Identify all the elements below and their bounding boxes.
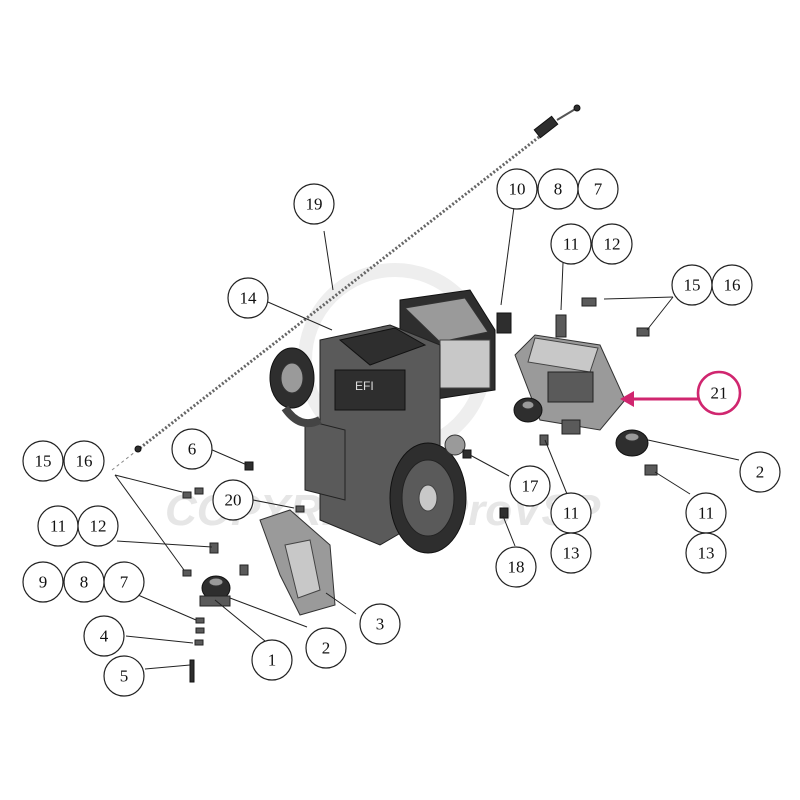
svg-text:12: 12 xyxy=(90,517,107,536)
svg-text:12: 12 xyxy=(604,235,621,254)
svg-text:21: 21 xyxy=(711,384,728,403)
callout-15-left[interactable]: 15 xyxy=(22,440,64,482)
callout-13-mid[interactable]: 13 xyxy=(550,532,592,574)
svg-text:2: 2 xyxy=(756,463,765,482)
svg-text:7: 7 xyxy=(120,573,129,592)
callout-7-right[interactable]: 7 xyxy=(577,168,619,210)
svg-text:1: 1 xyxy=(268,651,277,670)
callout-3[interactable]: 3 xyxy=(359,603,401,645)
callout-16-left[interactable]: 16 xyxy=(63,440,105,482)
callout-14[interactable]: 14 xyxy=(227,277,269,319)
right-mount-bracket xyxy=(514,334,626,431)
svg-text:6: 6 xyxy=(188,440,197,459)
svg-text:17: 17 xyxy=(522,477,540,496)
hardware xyxy=(182,297,658,683)
engine: EFI xyxy=(269,289,496,554)
callout-17[interactable]: 17 xyxy=(509,465,551,507)
callout-4[interactable]: 4 xyxy=(83,615,125,657)
svg-text:14: 14 xyxy=(240,289,258,308)
callout-21-highlighted[interactable]: 21 xyxy=(696,370,742,416)
callout-19[interactable]: 19 xyxy=(293,183,335,225)
callout-11-left[interactable]: 11 xyxy=(37,505,79,547)
callout-13-right[interactable]: 13 xyxy=(685,532,727,574)
svg-text:7: 7 xyxy=(594,180,603,199)
callout-8-left[interactable]: 8 xyxy=(63,561,105,603)
svg-text:20: 20 xyxy=(225,491,242,510)
svg-text:13: 13 xyxy=(698,544,715,563)
rubber-mount-right-2 xyxy=(615,429,649,457)
callout-12-top[interactable]: 12 xyxy=(591,223,633,265)
callout-9[interactable]: 9 xyxy=(22,561,64,603)
svg-text:3: 3 xyxy=(376,615,385,634)
callout-16-right[interactable]: 16 xyxy=(711,264,753,306)
rubber-mount-left xyxy=(199,575,231,607)
svg-text:15: 15 xyxy=(684,276,701,295)
callout-15-right[interactable]: 15 xyxy=(671,264,713,306)
callout-11-mid[interactable]: 11 xyxy=(550,492,592,534)
callout-11-right[interactable]: 11 xyxy=(685,492,727,534)
svg-text:4: 4 xyxy=(100,627,109,646)
svg-text:2: 2 xyxy=(322,639,331,658)
svg-text:9: 9 xyxy=(39,573,48,592)
callout-12-left[interactable]: 12 xyxy=(77,505,119,547)
callout-6[interactable]: 6 xyxy=(171,428,213,470)
callout-20[interactable]: 20 xyxy=(212,479,254,521)
callout-2-right[interactable]: 2 xyxy=(739,451,781,493)
callout-1[interactable]: 1 xyxy=(251,639,293,681)
svg-text:11: 11 xyxy=(698,504,714,523)
svg-text:13: 13 xyxy=(563,544,580,563)
callout-11-top[interactable]: 11 xyxy=(550,223,592,265)
callout-8-right[interactable]: 8 xyxy=(537,168,579,210)
callout-5[interactable]: 5 xyxy=(103,655,145,697)
svg-text:11: 11 xyxy=(563,235,579,254)
callout-18[interactable]: 18 xyxy=(495,546,537,588)
svg-text:8: 8 xyxy=(80,573,89,592)
svg-text:16: 16 xyxy=(724,276,741,295)
svg-text:19: 19 xyxy=(306,195,323,214)
callout-7-left[interactable]: 7 xyxy=(103,561,145,603)
svg-text:15: 15 xyxy=(35,452,52,471)
throttle-cable xyxy=(111,104,581,471)
svg-text:16: 16 xyxy=(76,452,93,471)
rubber-mount-right-1 xyxy=(513,397,543,423)
svg-text:11: 11 xyxy=(563,504,579,523)
svg-text:11: 11 xyxy=(50,517,66,536)
svg-text:18: 18 xyxy=(508,558,525,577)
svg-text:5: 5 xyxy=(120,667,129,686)
left-mount-plate xyxy=(259,509,336,616)
leader-lines xyxy=(114,206,740,670)
svg-text:8: 8 xyxy=(554,180,563,199)
engine-logo: EFI xyxy=(355,379,374,393)
svg-text:10: 10 xyxy=(509,180,526,199)
callout-2-left[interactable]: 2 xyxy=(305,627,347,669)
callout-10[interactable]: 10 xyxy=(496,168,538,210)
